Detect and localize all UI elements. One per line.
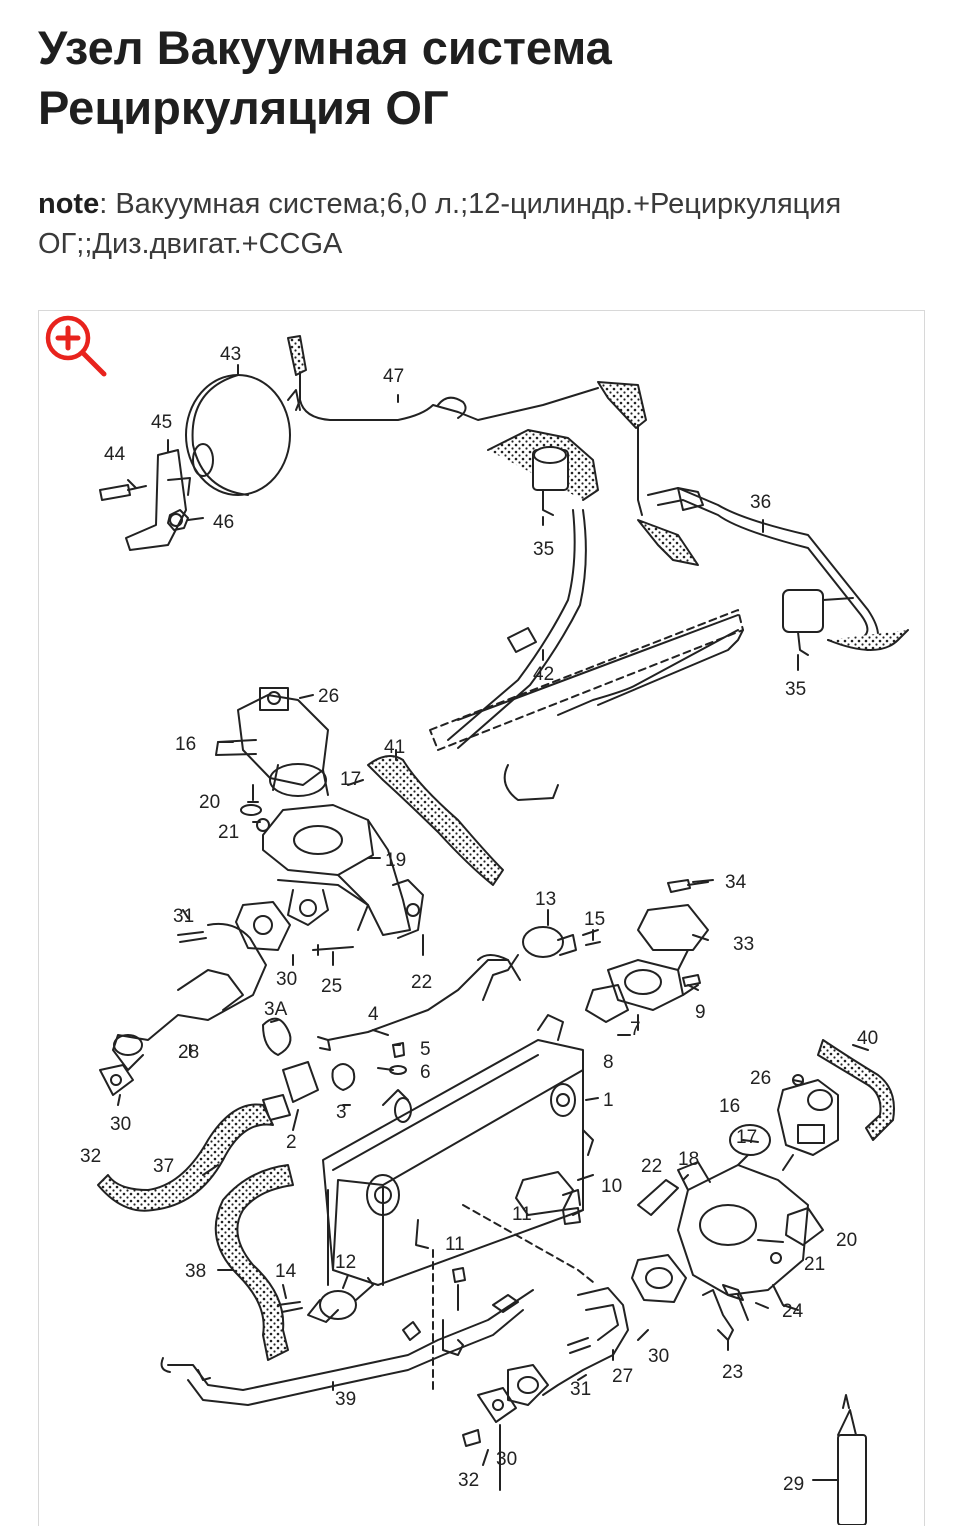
callout: 47 <box>383 366 404 387</box>
callout: 33 <box>733 934 754 955</box>
callout: 29 <box>783 1474 804 1495</box>
callout: 17 <box>340 769 361 790</box>
page-title: Узел Вакуумная система Рециркуляция ОГ <box>38 21 612 134</box>
callout: 22 <box>641 1156 662 1177</box>
callout: 28 <box>178 1042 199 1063</box>
callout: 27 <box>612 1366 633 1387</box>
callout: 30 <box>110 1114 131 1135</box>
note-line: note: Вакуумная система;6,0 л.;12-цилинд… <box>38 184 918 264</box>
callout: 23 <box>722 1362 743 1383</box>
callout: 7 <box>630 1019 641 1040</box>
callout: 43 <box>220 344 241 365</box>
bracket <box>125 449 191 551</box>
callout: 19 <box>385 850 406 871</box>
callout: 30 <box>496 1449 517 1470</box>
callout: 21 <box>218 822 239 843</box>
egr-valve-upper <box>215 687 424 939</box>
vacuum-reservoir <box>185 374 301 496</box>
callout: 4 <box>368 1004 379 1025</box>
callout: 42 <box>533 664 554 685</box>
callout: 12 <box>335 1252 356 1273</box>
vacuum-unit-12 <box>277 1189 374 1323</box>
parts-diagram: 43 47 45 44 46 35 36 35 42 26 16 41 17 2… <box>80 335 909 1525</box>
callout: 46 <box>213 512 234 533</box>
bolt-44 <box>99 484 147 501</box>
callout: 24 <box>782 1301 804 1322</box>
exhaust-pipe-27 <box>462 1254 687 1447</box>
callout: 20 <box>836 1230 857 1251</box>
callout: 39 <box>335 1389 356 1410</box>
callout: 44 <box>104 444 126 465</box>
callout: 35 <box>785 679 806 700</box>
callout: 31 <box>570 1379 591 1400</box>
callout: 21 <box>804 1254 825 1275</box>
callout: 16 <box>175 734 196 755</box>
callout: 16 <box>719 1096 740 1117</box>
note-label: note <box>38 188 100 220</box>
callout: 38 <box>185 1261 206 1282</box>
sealant-tube-29 <box>837 1394 867 1525</box>
egr-valve-right <box>777 1074 839 1171</box>
valve-35-upper <box>487 429 599 516</box>
callout: 30 <box>276 969 297 990</box>
callout: 11 <box>445 1234 465 1255</box>
callout: 41 <box>384 737 405 758</box>
callout: 9 <box>695 1002 706 1023</box>
note-text: : Вакуумная система;6,0 л.;12-цилиндр.+Р… <box>38 188 842 260</box>
callout: 11 <box>512 1204 532 1225</box>
callout: 40 <box>857 1028 878 1049</box>
valve-35-right <box>782 589 909 656</box>
callout: 8 <box>603 1052 614 1073</box>
callout: 30 <box>648 1346 669 1367</box>
callout: 25 <box>321 976 342 997</box>
callout: 1 <box>603 1090 614 1111</box>
callout: 5 <box>420 1039 431 1060</box>
callout: 18 <box>678 1149 699 1170</box>
flange-7 <box>585 904 709 1023</box>
callout: 10 <box>601 1176 622 1197</box>
callout: 35 <box>533 539 554 560</box>
callout: 13 <box>535 889 556 910</box>
callout: 22 <box>411 972 432 993</box>
callout: 3 <box>336 1102 347 1123</box>
callout: 15 <box>584 909 605 930</box>
callout: 45 <box>151 412 172 433</box>
callout: 34 <box>725 872 747 893</box>
callout: 2 <box>286 1132 297 1153</box>
callout: 36 <box>750 492 771 513</box>
callout: 26 <box>750 1068 771 1089</box>
callout: 26 <box>318 686 339 707</box>
callout: 6 <box>420 1062 431 1083</box>
callout: 32 <box>80 1146 101 1167</box>
exhaust-pipe-28 <box>99 901 291 1096</box>
callout: 3A <box>264 999 288 1020</box>
callout: 37 <box>153 1156 174 1177</box>
zoom-in-icon[interactable] <box>42 312 114 378</box>
callout: 14 <box>275 1261 297 1282</box>
callout: 31 <box>173 906 194 927</box>
callout: 32 <box>458 1470 479 1491</box>
vacuum-unit-13 <box>482 926 601 1001</box>
callout: 20 <box>199 792 220 813</box>
callout: 17 <box>736 1127 757 1148</box>
